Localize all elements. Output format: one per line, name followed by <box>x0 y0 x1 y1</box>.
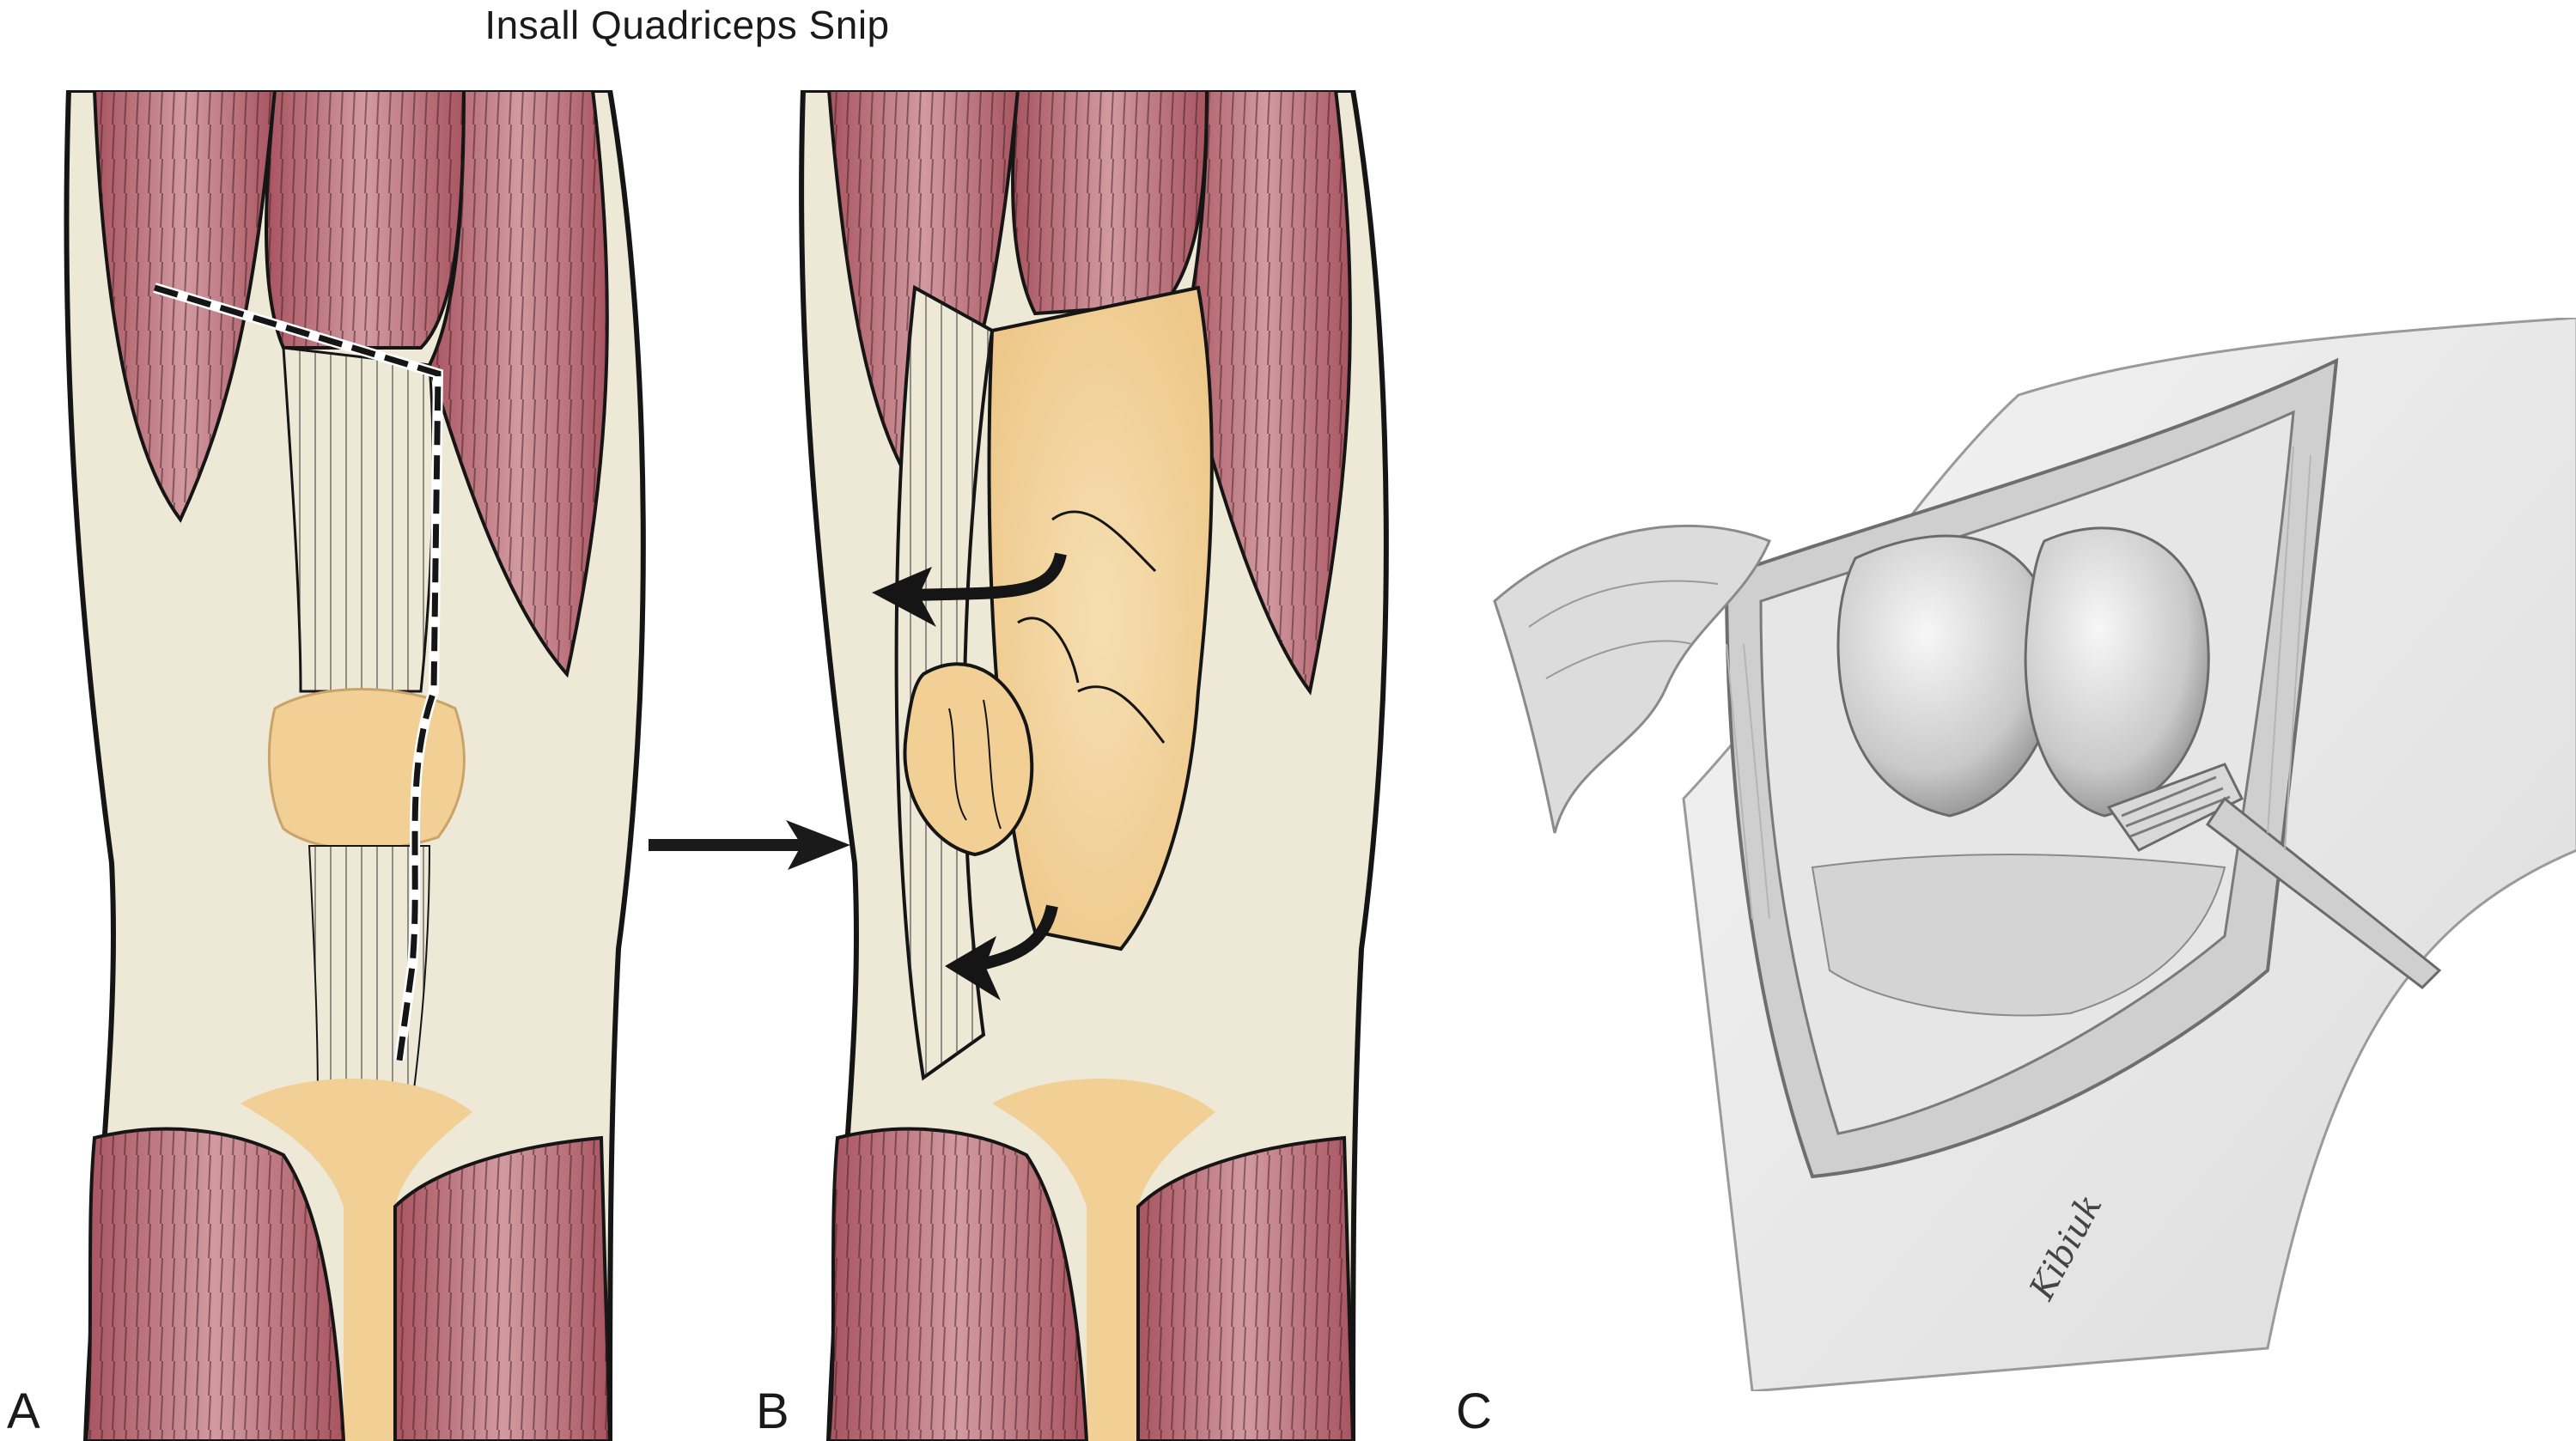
panel-label-b: B <box>756 1383 789 1439</box>
panel-label-a: A <box>7 1383 40 1439</box>
knee-anatomy-patella-everted-drawing <box>799 90 1389 1441</box>
panel-label-c: C <box>1456 1383 1492 1439</box>
panel-c-illustration <box>1469 318 2576 1391</box>
right-arrow-icon <box>649 820 850 872</box>
panel-b-illustration <box>795 90 1413 1441</box>
surgical-exposure-pencil-sketch <box>1493 318 2576 1391</box>
curved-arrow-lower-icon <box>945 904 1058 1000</box>
knee-anatomy-incision-drawing <box>64 90 646 1441</box>
curved-arrow-upper-icon <box>872 552 1067 627</box>
panel-a-illustration <box>60 90 661 1441</box>
incision-dashed-line <box>153 283 444 1061</box>
rake-retractor-icon <box>2106 763 2442 989</box>
figure-title: Insall Quadriceps Snip <box>484 3 890 47</box>
